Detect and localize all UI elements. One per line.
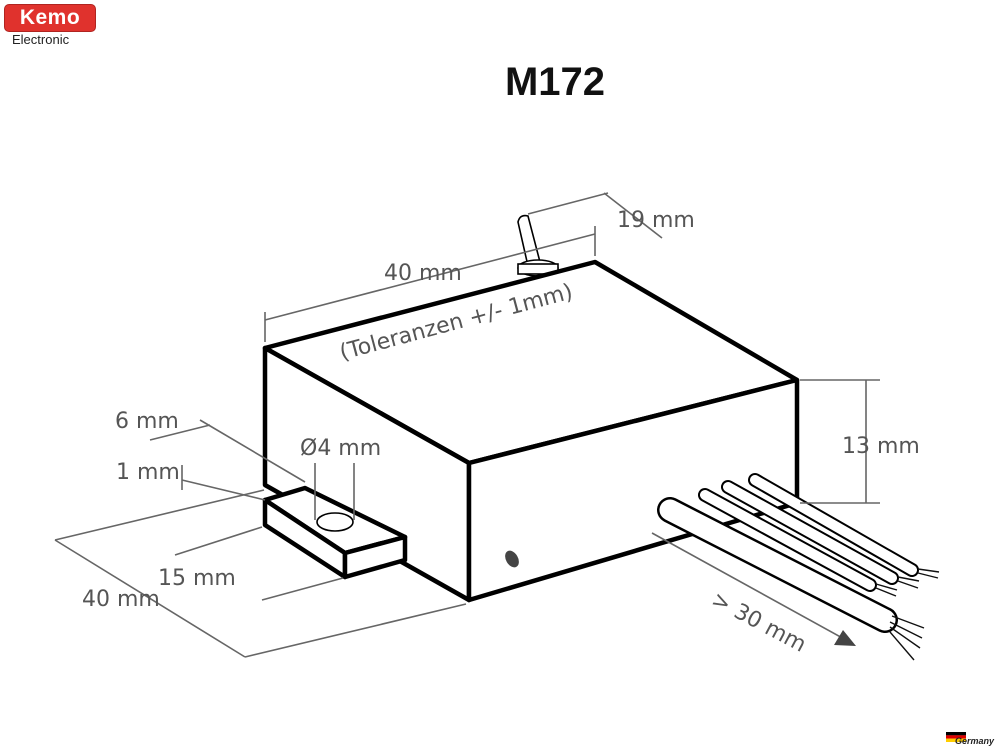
switch-lever — [517, 214, 541, 268]
wire-strands — [875, 568, 940, 661]
mounting-tab — [262, 485, 408, 580]
cable-3 — [750, 475, 917, 575]
logo-text: Kemo — [19, 6, 81, 29]
cable-2 — [723, 482, 897, 583]
enclosure — [262, 259, 800, 603]
label-width: 40 mm — [384, 261, 462, 286]
label-tab-offset: 1 mm — [116, 460, 180, 485]
label-hole: Ø4 mm — [300, 436, 381, 461]
germany-flag-badge: Germany — [946, 732, 994, 746]
cable-main — [659, 499, 896, 631]
label-switch-pitch: 19 mm — [617, 208, 695, 233]
dimension-lines — [54, 192, 880, 658]
cables — [657, 473, 940, 661]
cable-1 — [700, 490, 875, 590]
label-height: 13 mm — [842, 434, 920, 459]
tab-hole — [316, 512, 354, 532]
led-indicator — [505, 550, 519, 568]
model-title: M172 — [504, 60, 606, 104]
tab-front — [342, 534, 408, 580]
flag-icon — [946, 732, 966, 742]
label-tab-length: 15 mm — [158, 566, 236, 591]
label-tab-thickness: 6 mm — [115, 409, 179, 434]
label-cable: > 30 mm — [707, 587, 810, 658]
label-depth: 40 mm — [82, 587, 160, 612]
kemo-logo: Kemo Electronic — [4, 4, 96, 47]
switch-collar — [517, 263, 559, 275]
country-label: Germany — [954, 736, 994, 746]
logo-subtitle: Electronic — [12, 32, 70, 47]
logo-badge: Kemo — [4, 4, 96, 32]
toggle-switch — [517, 214, 559, 277]
